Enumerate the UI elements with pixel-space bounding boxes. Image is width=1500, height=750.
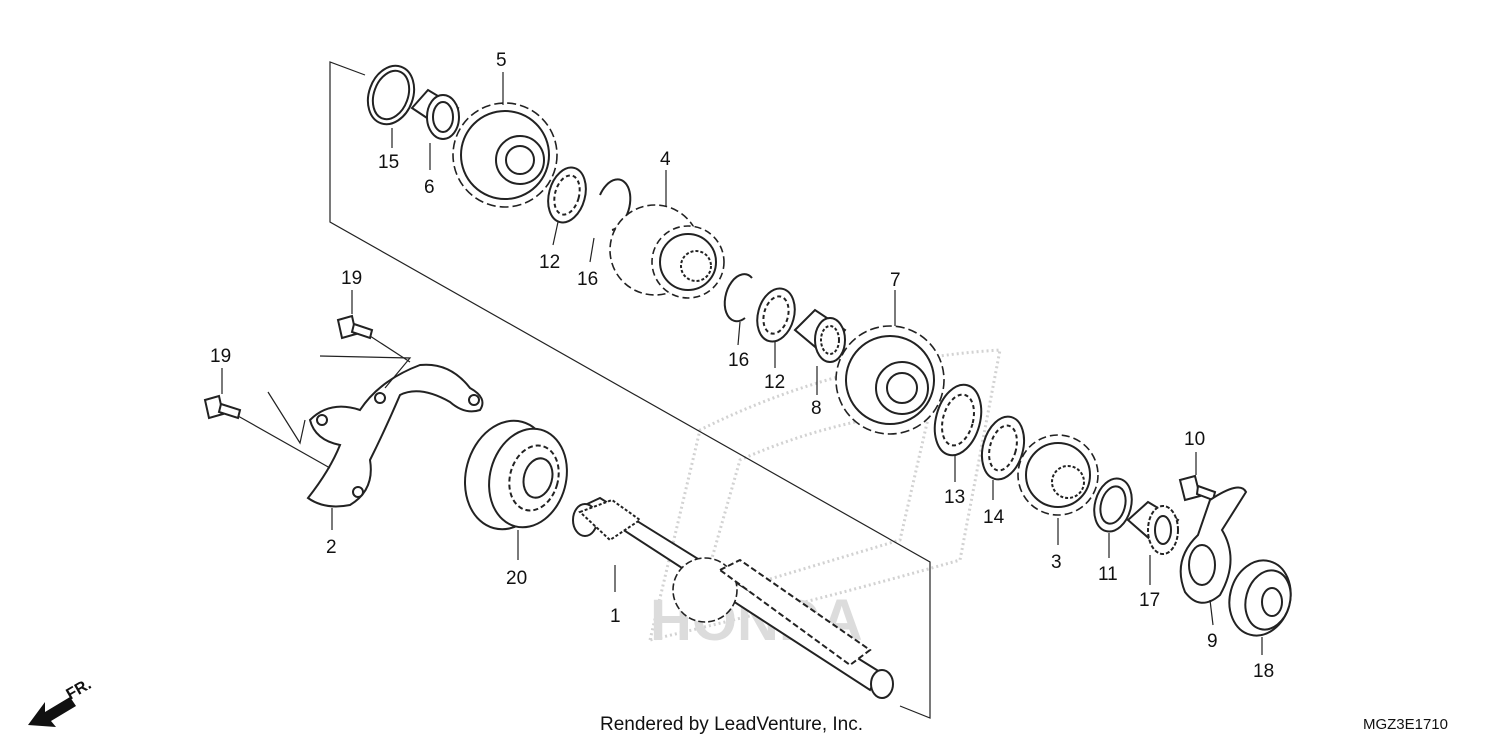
- callout-14: 14: [983, 507, 1005, 528]
- callout-6: 6: [424, 177, 435, 198]
- part-16-circlip-lower: [723, 273, 753, 346]
- part-15-ring: [366, 64, 416, 148]
- part-8-bearing: [793, 308, 847, 395]
- callout-12b: 12: [764, 372, 785, 393]
- callout-20: 20: [506, 568, 527, 589]
- callout-13: 13: [944, 487, 965, 508]
- callout-18: 18: [1253, 661, 1274, 682]
- callout-3: 3: [1051, 552, 1062, 573]
- callout-5: 5: [496, 50, 507, 71]
- part-6-bushing: [410, 88, 460, 170]
- callout-7: 7: [890, 270, 901, 291]
- render-credit: Rendered by LeadVenture, Inc.: [600, 714, 864, 735]
- diagram-code: MGZ3E1710: [1362, 716, 1448, 733]
- part-5-gear: [452, 72, 558, 208]
- part-12-washer-upper: [547, 166, 587, 246]
- callout-16a: 16: [577, 269, 598, 290]
- callout-19b: 19: [210, 346, 231, 367]
- part-1-shaft: [572, 496, 894, 699]
- part-13-washer: [933, 383, 983, 482]
- callout-16b: 16: [728, 350, 749, 371]
- part-19-bolts: [203, 290, 412, 469]
- callout-1: 1: [610, 606, 621, 627]
- part-12-washer-lower: [756, 287, 796, 368]
- callout-15: 15: [378, 152, 399, 173]
- part-10-bolt: [1178, 452, 1217, 502]
- part-9-plate: [1179, 486, 1248, 626]
- part-7-gear: [835, 290, 945, 435]
- part-11-washer: [1093, 477, 1133, 558]
- part-14-washer: [980, 415, 1026, 500]
- part-17-needle-bearing: [1126, 500, 1180, 585]
- part-3-gear: [1017, 434, 1099, 545]
- callout-2: 2: [326, 537, 337, 558]
- callout-17: 17: [1139, 590, 1160, 611]
- callout-9: 9: [1207, 631, 1218, 652]
- part-18-bearing: [1228, 559, 1292, 655]
- assembly-frame: [329, 61, 931, 719]
- part-4-gear: [609, 170, 725, 299]
- callout-labels: 1 2 3 4 5 6 7 8 9 10 11 12 12 13 14 15 1…: [210, 50, 1274, 682]
- callout-10: 10: [1184, 429, 1205, 450]
- callout-19a: 19: [341, 268, 362, 289]
- part-20-bearing: [464, 419, 568, 560]
- front-arrow-icon: [28, 697, 76, 727]
- part-2-bracket: [306, 363, 484, 530]
- callout-4: 4: [660, 149, 671, 170]
- callout-8: 8: [811, 398, 822, 419]
- callout-12a: 12: [539, 252, 560, 273]
- callout-11: 11: [1098, 564, 1118, 585]
